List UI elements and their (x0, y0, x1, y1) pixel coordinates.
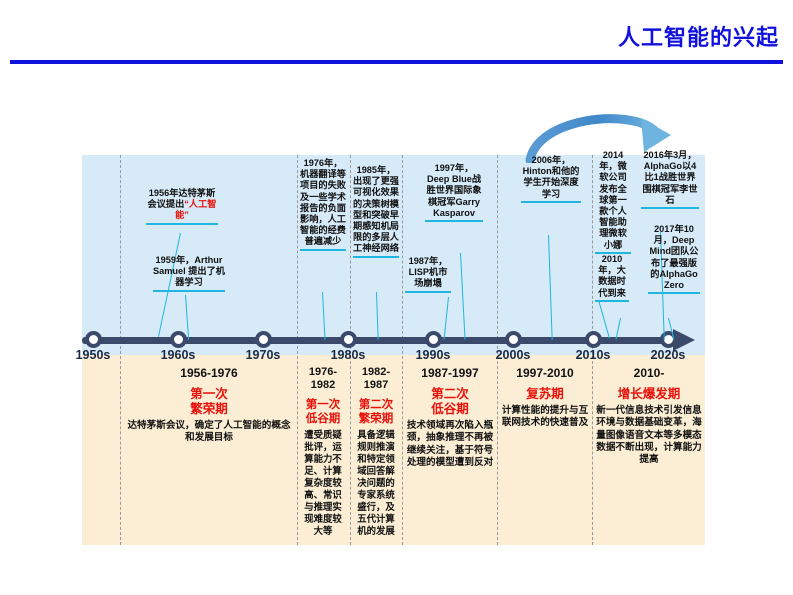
decade-label-1950s: 1950s (75, 348, 111, 362)
callout-1976-text: 1976年，机器翻译等项目的失败及一些学术报告的负面影响，人工智能的经费普遍减少 (300, 158, 346, 247)
callout-2010-text: 2010年，大数据时代到来 (598, 254, 626, 298)
callout-2014[interactable]: 2014年，微软公司发布全球第一款个人智能助理微软小娜 (595, 150, 631, 254)
period-desc: 技术领域再次陷入瓶颈，抽象推理不再被继续关注，基于符号处理的模型遭到反对 (406, 420, 494, 468)
callout-2017-underline (648, 292, 700, 295)
decade-node-1960s[interactable] (170, 331, 187, 348)
decade-label-2010s: 2010s (575, 348, 611, 362)
growth-arc-arrow (525, 114, 671, 163)
timeline-events-band (82, 155, 705, 355)
period-desc: 计算性能的提升与互联网技术的快速普及 (501, 405, 589, 429)
period-name: 第二次 低谷期 (431, 387, 469, 416)
callout-2014-underline (595, 251, 631, 254)
period-divider-5 (497, 155, 498, 545)
decade-node-1980s[interactable] (340, 331, 357, 348)
decade-label-1960s: 1960s (160, 348, 196, 362)
callout-2014-text: 2014年，微软公司发布全球第一款个人智能助理微软小娜 (599, 150, 627, 250)
decade-node-1950s[interactable] (85, 331, 102, 348)
period-divider-1 (120, 155, 121, 545)
period-divider-2 (297, 155, 298, 545)
period-divider-6 (592, 155, 593, 545)
callout-1987-text: 1987年，LISP机市场崩塌 (408, 256, 448, 289)
callout-1956[interactable]: 1956年达特茅斯会议提出“人工智能” (146, 188, 218, 225)
callout-2016[interactable]: 2016年3月，AlphaGo以4比1战胜世界围棋冠军李世石 (641, 150, 699, 210)
callout-1985[interactable]: 1985年，出现了更强可视化效果的决策树模型和突破早期感知机局限的多层人工神经网… (353, 165, 399, 258)
period-name: 第二次 繁荣期 (358, 399, 394, 425)
callout-2016-text: 2016年3月，AlphaGo以4比1战胜世界围棋冠军李世石 (642, 150, 698, 205)
period-years: 2010- (633, 366, 665, 380)
period-name: 增长爆发期 (617, 387, 681, 401)
callout-1959[interactable]: 1959年，Arthur Samuel 提出了机器学习 (153, 255, 225, 292)
callout-1997-underline (425, 220, 483, 223)
period-years: 1956-1976 (180, 366, 238, 380)
callout-1956-text: 1956年达特茅斯会议提出“人工智能” (147, 188, 217, 221)
callout-1997[interactable]: 1997年，Deep Blue战胜世界国际象棋冠军Garry Kasparov (425, 163, 483, 223)
callout-2006-underline (521, 200, 581, 203)
period-years: 1982- 1987 (361, 366, 391, 391)
period-years: 1997-2010 (516, 366, 574, 380)
decade-label-1970s: 1970s (245, 348, 281, 362)
callout-1976[interactable]: 1976年，机器翻译等项目的失败及一些学术报告的负面影响，人工智能的经费普遍减少 (300, 158, 346, 251)
timeline-axis-arrowhead (673, 329, 695, 351)
decade-node-2000s[interactable] (505, 331, 522, 348)
callout-1959-text: 1959年，Arthur Samuel 提出了机器学习 (153, 255, 225, 288)
callout-1956-underline (146, 222, 218, 225)
callout-2006-text: 2006年，Hinton和他的学生开始深度学习 (522, 155, 580, 199)
callout-2017[interactable]: 2017年10月，Deep Mind团队公布了最强版的AlphaGo Zero (648, 224, 700, 295)
callout-1985-underline (353, 255, 399, 258)
callout-1987-underline (405, 290, 451, 293)
callout-1976-underline (300, 248, 346, 251)
period-name: 第一次 低谷期 (305, 399, 341, 425)
period-name: 第一次 繁荣期 (190, 387, 228, 416)
callout-2010-underline (595, 299, 629, 302)
decade-label-1980s: 1980s (330, 348, 366, 362)
period-divider-3 (350, 155, 351, 545)
header-divider (10, 60, 783, 64)
period-name: 复苏期 (526, 387, 564, 401)
callout-1959-underline (153, 289, 225, 292)
period-years: 1976- 1982 (308, 366, 338, 391)
callout-2010[interactable]: 2010年，大数据时代到来 (595, 254, 629, 302)
period-years: 1987-1997 (421, 366, 479, 380)
period-1956-1976[interactable]: 1956-1976 第一次 繁荣期 达特茅斯会议，确定了人工智能的概念和发展目标 (124, 366, 294, 445)
period-1976-1982[interactable]: 1976- 1982 第一次 低谷期 遭受质疑批评，运算能力不足、计算复杂度较高… (300, 366, 346, 537)
period-desc: 达特茅斯会议，确定了人工智能的概念和发展目标 (127, 420, 291, 444)
callout-1985-text: 1985年，出现了更强可视化效果的决策树模型和突破早期感知机局限的多层人工神经网… (353, 165, 399, 254)
callout-1997-text: 1997年，Deep Blue战胜世界国际象棋冠军Garry Kasparov (426, 163, 482, 218)
period-desc: 遭受质疑批评，运算能力不足、计算复杂度较高、常识与推理实现难度较大等 (304, 429, 342, 536)
callout-2006[interactable]: 2006年，Hinton和他的学生开始深度学习 (521, 155, 581, 203)
page-title: 人工智能的兴起 (617, 25, 779, 50)
timeline-axis (82, 337, 677, 344)
period-desc: 新一代信息技术引发信息环境与数据基础变革，海量图像语音文本等多模态数据不断出现，… (596, 405, 702, 466)
callout-2017-text: 2017年10月，Deep Mind团队公布了最强版的AlphaGo Zero (649, 224, 699, 291)
period-1987-1997[interactable]: 1987-1997 第二次 低谷期 技术领域再次陷入瓶颈，抽象推理不再被继续关注… (406, 366, 494, 469)
timeline-periods-band (82, 355, 705, 545)
decade-label-2020s: 2020s (650, 348, 686, 362)
period-divider-4 (402, 155, 403, 545)
decade-node-1970s[interactable] (255, 331, 272, 348)
period-2010-present[interactable]: 2010- 增长爆发期 新一代信息技术引发信息环境与数据基础变革，海量图像语音文… (596, 366, 702, 466)
callout-2016-underline (641, 207, 699, 210)
period-desc: 具备逻辑规则推演和特定领域回答解决问题的专家系统盛行，及五代计算机的发展 (357, 429, 395, 536)
period-1982-1987[interactable]: 1982- 1987 第二次 繁荣期 具备逻辑规则推演和特定领域回答解决问题的专… (353, 366, 399, 537)
decade-label-1990s: 1990s (415, 348, 451, 362)
decade-node-2020s[interactable] (660, 331, 677, 348)
period-1997-2010[interactable]: 1997-2010 复苏期 计算性能的提升与互联网技术的快速普及 (501, 366, 589, 430)
decade-node-1990s[interactable] (425, 331, 442, 348)
callout-1987[interactable]: 1987年，LISP机市场崩塌 (405, 256, 451, 293)
decade-label-2000s: 2000s (495, 348, 531, 362)
decade-node-2010s[interactable] (585, 331, 602, 348)
